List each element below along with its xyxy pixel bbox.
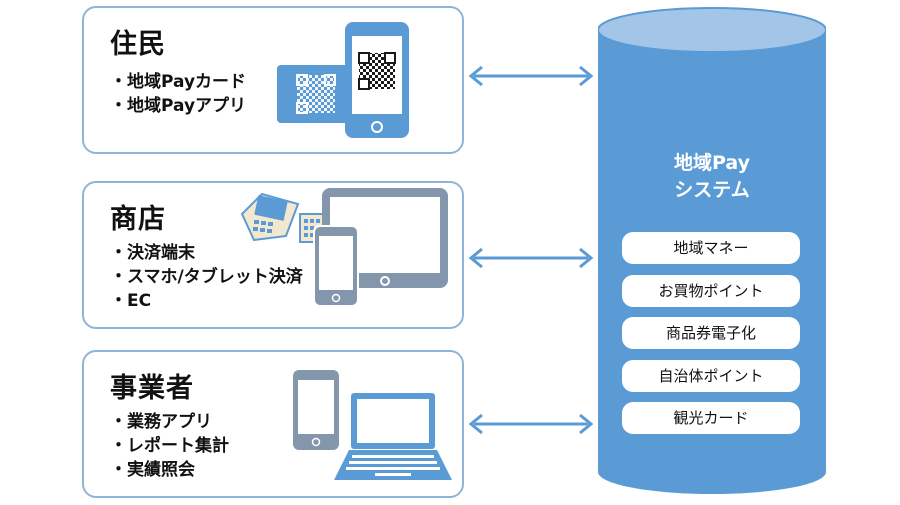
feature-pill: 商品券電子化 bbox=[622, 317, 800, 349]
double-arrow-icon bbox=[468, 65, 594, 87]
list-item: 地域Payカード bbox=[110, 70, 246, 94]
feature-pill: お買物ポイント bbox=[622, 275, 800, 307]
smartphone-qr-icon bbox=[345, 22, 409, 138]
panel-title: 商店 bbox=[110, 204, 166, 235]
laptop-icon bbox=[334, 393, 452, 480]
smartphone-icon bbox=[313, 225, 359, 307]
double-arrow-icon bbox=[468, 247, 594, 269]
list-item: 決済端末 bbox=[110, 241, 303, 265]
double-arrow-icon bbox=[468, 413, 594, 435]
system-title-line: 地域Pay bbox=[673, 152, 751, 174]
panel-item-list: 業務アプリ レポート集計 実績照会 bbox=[110, 410, 229, 482]
feature-pill: 地域マネー bbox=[622, 232, 800, 264]
list-item: レポート集計 bbox=[110, 434, 229, 458]
panel-item-list: 決済端末 スマホ/タブレット決済 EC bbox=[110, 241, 303, 313]
list-item: スマホ/タブレット決済 bbox=[110, 265, 303, 289]
panel-title: 事業者 bbox=[110, 373, 194, 404]
feature-pill: 自治体ポイント bbox=[622, 360, 800, 392]
list-item: 実績照会 bbox=[110, 458, 229, 482]
payment-terminal-icon bbox=[240, 192, 325, 243]
list-item: 業務アプリ bbox=[110, 410, 229, 434]
panel-item-list: 地域Payカード 地域Payアプリ bbox=[110, 70, 246, 118]
feature-pill: 観光カード bbox=[622, 402, 800, 434]
system-title-line: システム bbox=[674, 179, 750, 201]
qr-card-icon bbox=[277, 65, 353, 123]
list-item: 地域Payアプリ bbox=[110, 94, 246, 118]
smartphone-icon bbox=[293, 370, 339, 450]
list-item: EC bbox=[110, 289, 303, 313]
panel-title: 住民 bbox=[110, 29, 166, 60]
system-title: 地域Pay システム bbox=[598, 150, 826, 204]
